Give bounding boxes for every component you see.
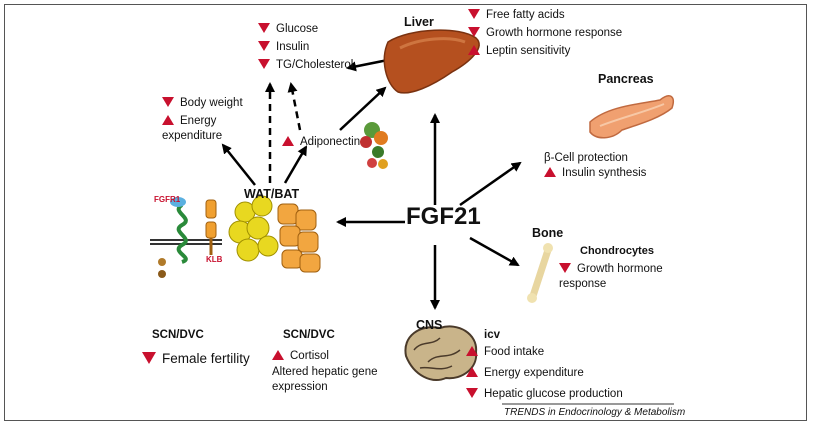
effect-cortisol: Cortisol (272, 349, 329, 363)
scn-dvc-label-1: SCN/DVC (152, 329, 204, 341)
arrow-to-adiponectin (283, 145, 308, 184)
arrow-to-pancreas (459, 161, 522, 207)
up-arrow-icon (468, 45, 480, 55)
effect-insulin: Insulin (258, 40, 309, 54)
effect-tg-cholesterol: TG/Cholesterol (258, 58, 353, 72)
liver-icon (383, 29, 480, 94)
down-arrow-icon (162, 97, 174, 107)
up-arrow-icon (162, 115, 174, 125)
effect-free-fatty-acids: Free fatty acids (468, 8, 565, 22)
down-arrow-icon (466, 388, 478, 398)
down-arrow-icon (142, 352, 156, 364)
klb-label: KLB (206, 255, 223, 264)
down-arrow-icon (258, 23, 270, 33)
effect-beta-cell: β-Cell protection (544, 152, 628, 164)
icv-label: icv (484, 329, 500, 341)
effect-insulin-synthesis: Insulin synthesis (544, 166, 646, 180)
effect-energy-expenditure: Energy expenditure (466, 366, 584, 380)
arrow-to-bone (469, 236, 520, 267)
effect-hepatic-gene-1: Altered hepatic gene (272, 366, 378, 378)
effect-adiponectin: Adiponectin (282, 135, 360, 149)
effect-bone-gh: Growth hormone (559, 262, 663, 276)
down-arrow-icon (468, 9, 480, 19)
up-arrow-icon (272, 350, 284, 360)
fgfr1-klb-receptor-icon (150, 197, 222, 278)
effect-energy-line2: expenditure (162, 130, 223, 142)
down-arrow-icon (468, 27, 480, 37)
fgfr1-label: FGFR1 (154, 195, 181, 204)
liver-label: Liver (404, 15, 434, 29)
pancreas-icon (589, 95, 674, 139)
footer-credit: TRENDS in Endocrinology & Metabolism (504, 407, 686, 418)
arrow-to-body-weight (221, 143, 256, 186)
effect-hepatic-gene-2: expression (272, 381, 328, 393)
bone-label: Bone (532, 226, 564, 240)
effect-energy: Energy (162, 114, 216, 128)
up-arrow-icon (544, 167, 556, 177)
up-arrow-icon (282, 136, 294, 146)
pancreas-label: Pancreas (598, 72, 654, 86)
effect-glucose: Glucose (258, 22, 318, 36)
effect-female-fertility: Female fertility (142, 350, 250, 368)
effect-body-weight: Body weight (162, 96, 243, 110)
down-arrow-icon (258, 59, 270, 69)
fat-cells-icon (228, 195, 321, 273)
figure-frame (4, 4, 807, 421)
adiponectin-protein-icon (360, 122, 388, 169)
bone-icon (527, 243, 553, 303)
down-arrow-icon (258, 41, 270, 51)
wat-bat-label: WAT/BAT (244, 187, 300, 201)
chondrocytes-label: Chondrocytes (580, 245, 654, 257)
fgf21-label: FGF21 (406, 203, 481, 230)
arrow-liver-to-metabolic (346, 58, 389, 72)
down-arrow-icon (559, 263, 571, 273)
effect-leptin: Leptin sensitivity (468, 44, 570, 58)
cns-label: CNS (416, 318, 443, 332)
arrow-dashed-right (287, 82, 302, 131)
effect-growth-hormone: Growth hormone response (468, 26, 622, 40)
arrow-adiponectin-to-liver (339, 86, 387, 131)
up-arrow-icon (466, 346, 478, 356)
effect-bone-gh-line2: response (559, 278, 607, 290)
effect-food-intake: Food intake (466, 345, 544, 359)
scn-dvc-label-2: SCN/DVC (283, 329, 335, 341)
up-arrow-icon (466, 367, 478, 377)
effect-hepatic-glucose: Hepatic glucose production (466, 387, 623, 401)
